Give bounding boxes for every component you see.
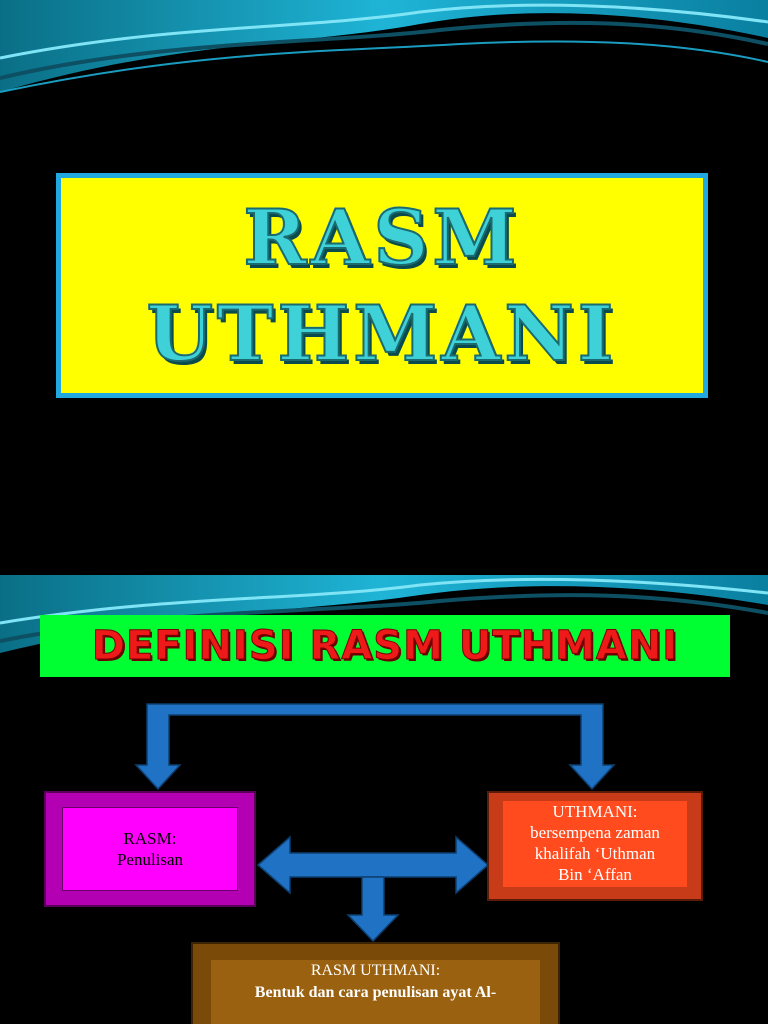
title-box: RASM UTHMANI <box>56 173 708 398</box>
title-line-1: RASM <box>242 192 521 283</box>
heading-bar: DEFINISI RASM UTHMANI <box>40 615 730 677</box>
uthmani-box-line-2: bersempena zaman <box>530 823 660 842</box>
definition-box: RASM UTHMANI: Bentuk dan cara penulisan … <box>191 942 560 1024</box>
uthmani-box-line-4: Bin ‘Affan <box>558 865 632 884</box>
uthmani-box: UTHMANI: bersempena zaman khalifah ‘Uthm… <box>487 791 703 901</box>
definition-box-label: RASM UTHMANI: <box>310 962 441 979</box>
uthmani-box-line-3: khalifah ‘Uthman <box>534 844 656 863</box>
slide-1: RASM UTHMANI <box>0 0 768 398</box>
slide-2: DEFINISI RASM UTHMANI RASM: Penulisan UT… <box>0 575 768 1024</box>
title-line-2: UTHMANI <box>146 288 618 379</box>
connector-arrows <box>134 703 616 943</box>
definition-box-text: Bentuk dan cara penulisan ayat Al- <box>254 984 497 1001</box>
uthmani-box-label: UTHMANI: <box>552 802 638 821</box>
wave-decoration <box>0 0 768 93</box>
rasm-box-label: RASM: <box>123 829 177 848</box>
rasm-box-meaning: Penulisan <box>116 850 184 869</box>
heading-title: DEFINISI RASM UTHMANI <box>91 623 679 670</box>
rasm-box: RASM: Penulisan <box>44 791 256 907</box>
down-arrow <box>346 876 400 943</box>
bracket-arrow <box>134 703 616 791</box>
